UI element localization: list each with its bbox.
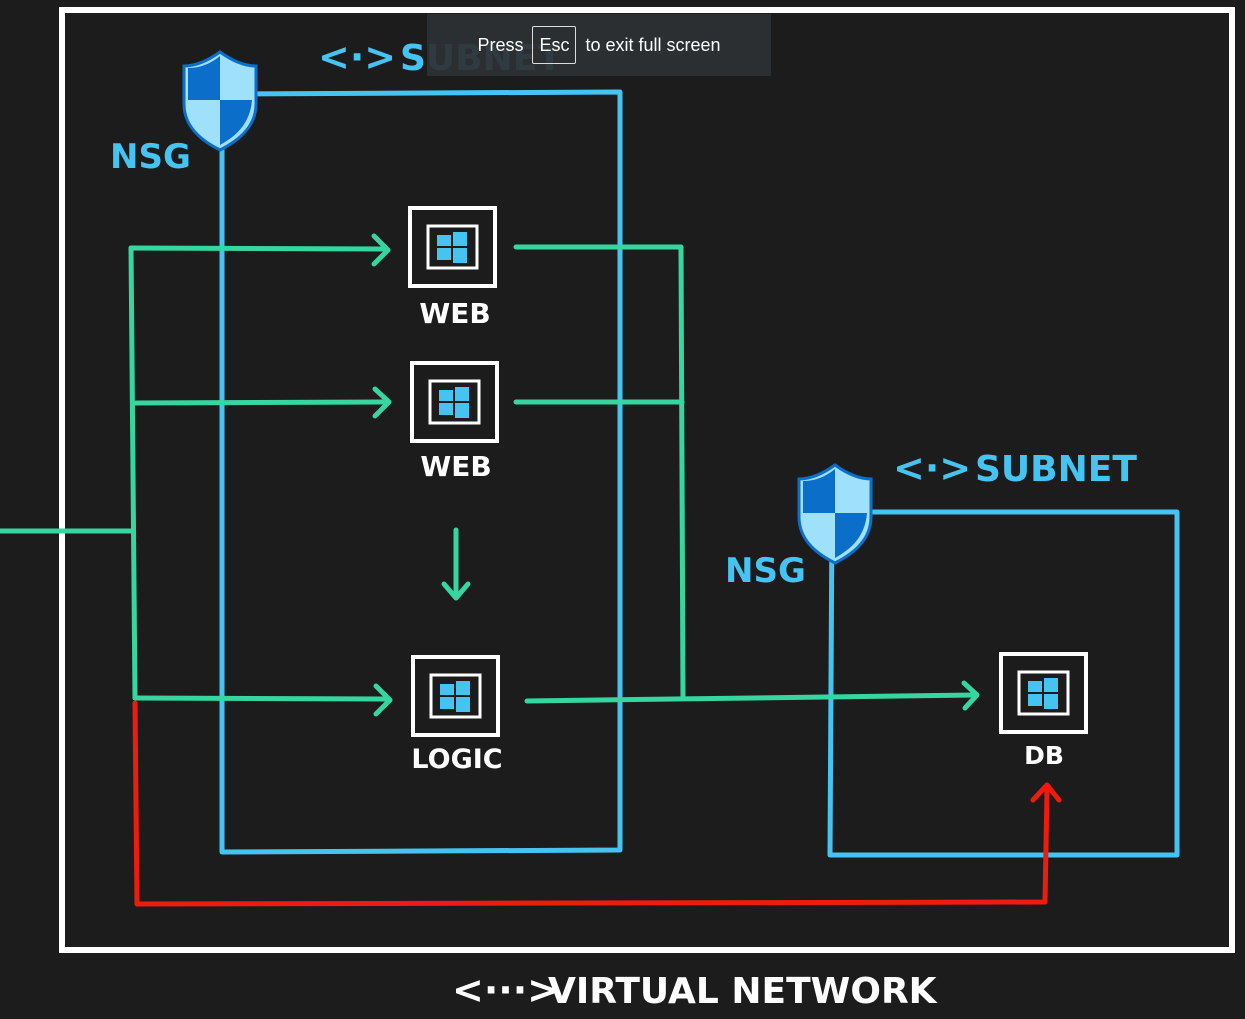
- vm-web-2: WEB: [410, 361, 499, 483]
- fullscreen-exit-text: to exit full screen: [585, 34, 721, 55]
- subnet-icon: <·>: [893, 446, 971, 490]
- nsg-2-label: NSG: [725, 551, 806, 591]
- fullscreen-exit-notice: Press Esc to exit full screen: [427, 14, 771, 76]
- virtual-network-label: VIRTUAL NETWORK: [548, 971, 938, 1012]
- subnet-2-label: SUBNET: [975, 449, 1137, 490]
- subnet-2-boundary: [827, 509, 1180, 858]
- vm-db: DB: [999, 652, 1088, 770]
- virtual-network-boundary: [59, 7, 1235, 953]
- virtual-machine-icon: [411, 655, 500, 737]
- fullscreen-press-text: Press: [477, 34, 524, 55]
- vm-web-1-label: WEB: [419, 297, 490, 330]
- virtual-machine-icon: [999, 652, 1088, 734]
- shield-icon: [182, 50, 258, 152]
- virtual-machine-icon: [410, 361, 499, 443]
- shield-icon: [797, 463, 873, 565]
- vm-web-2-label: WEB: [420, 450, 491, 483]
- app-traffic-flow: [0, 233, 980, 717]
- vm-web-1: WEB: [408, 206, 497, 330]
- subnet-1-boundary: [219, 89, 623, 855]
- nsg-1-label: NSG: [110, 137, 191, 177]
- vm-logic-label: LOGIC: [411, 744, 502, 775]
- vm-logic: LOGIC: [411, 655, 503, 775]
- vm-db-label: DB: [1024, 741, 1064, 770]
- subnet-icon: <·>: [318, 35, 396, 79]
- direct-db-traffic-flow: [132, 700, 1062, 907]
- virtual-machine-icon: [408, 206, 497, 288]
- esc-key[interactable]: Esc: [532, 26, 577, 64]
- virtual-network-icon: <···>: [452, 968, 559, 1012]
